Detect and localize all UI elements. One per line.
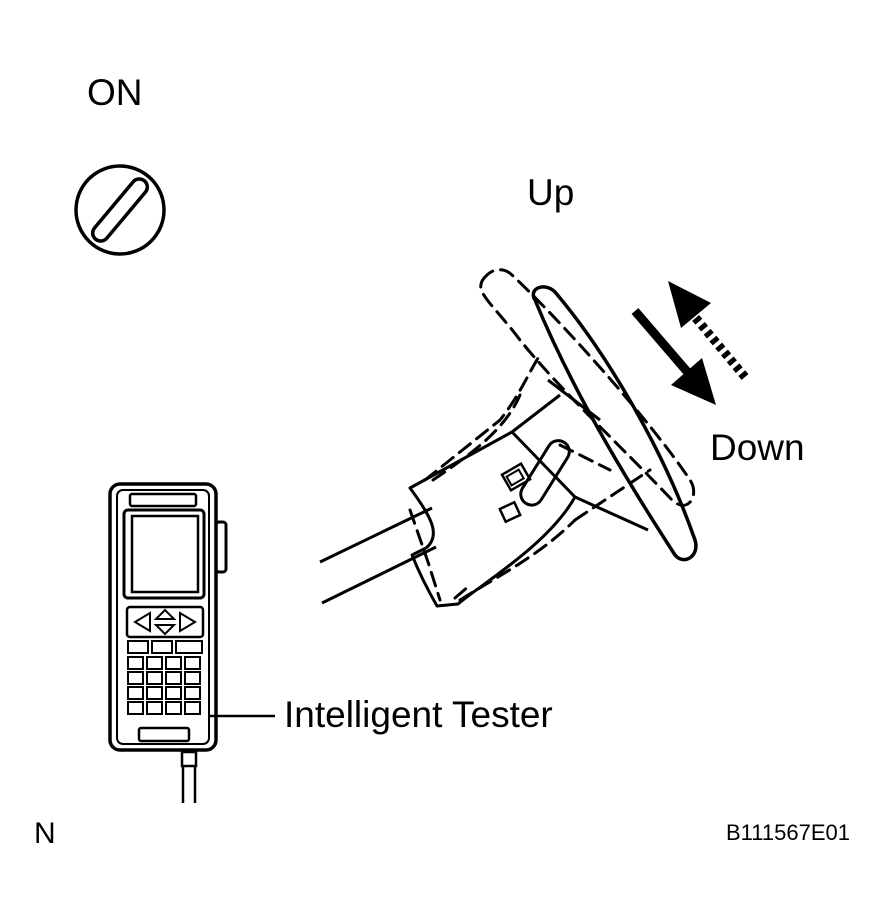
steering-wheel-icon bbox=[319, 268, 698, 608]
ignition-label: ON bbox=[87, 72, 143, 113]
up-arrow-icon bbox=[668, 281, 749, 380]
ignition-key-on-icon bbox=[74, 164, 166, 256]
figure-id: B111567E01 bbox=[726, 820, 850, 845]
down-arrow-icon bbox=[631, 308, 716, 405]
up-label: Up bbox=[527, 172, 574, 213]
tester-label: Intelligent Tester bbox=[284, 694, 553, 735]
handheld-tester-icon bbox=[108, 482, 228, 803]
corner-label: N bbox=[34, 817, 56, 850]
down-label: Down bbox=[710, 427, 805, 468]
